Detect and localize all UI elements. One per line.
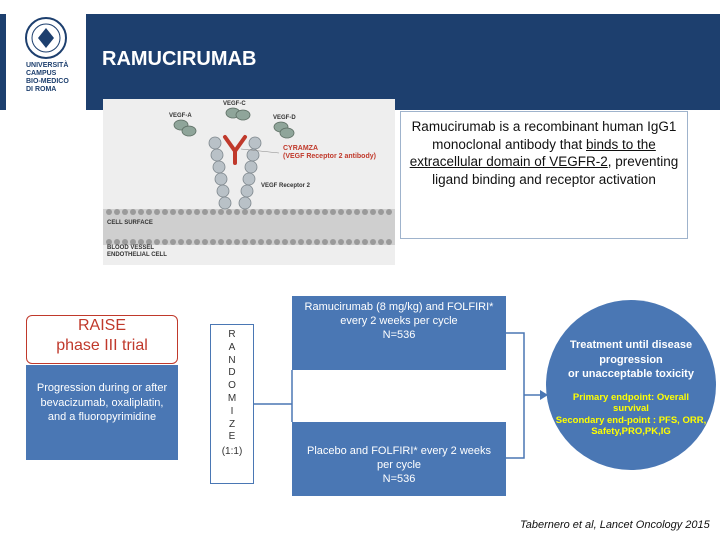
citation: Tabernero et al, Lancet Oncology 2015 — [520, 519, 710, 531]
arrow-head-icon — [540, 390, 548, 400]
raise-title: RAISE — [77, 317, 126, 334]
randomize-ratio: (1:1) — [221, 446, 243, 458]
secondary-endpoint-line2: Safety,PRO,PK,IG — [591, 426, 671, 437]
label-cyramza: CYRAMZA — [283, 145, 318, 152]
randomize-letter: R — [228, 329, 236, 340]
label-endothelial: ENDOTHELIAL CELL — [107, 252, 167, 258]
treatment-line3: or unacceptable toxicity — [568, 368, 694, 380]
label-receptor: VEGF Receptor 2 — [261, 183, 311, 189]
raise-trial-box: RAISE phase III trial — [26, 315, 178, 364]
label-cyramza-sub: (VEGF Receptor 2 antibody) — [283, 153, 376, 160]
description-underlined: binds to the extracellular domain of VEG… — [409, 136, 656, 170]
arm2-line2: per cycle — [376, 459, 422, 471]
randomize-letter: I — [230, 405, 234, 417]
description-text-1: Ramucirumab is a recombinant human IgG1 … — [411, 119, 677, 152]
arm1-line1: Ramucirumab (8 mg/kg) and FOLFIRI* — [304, 301, 494, 313]
arm-placebo-box: Placebo and FOLFIRI* every 2 weeks per c… — [292, 422, 506, 496]
arm-ramucirumab-box: Ramucirumab (8 mg/kg) and FOLFIRI* every… — [292, 296, 506, 370]
arm1-line2: every 2 weeks per cycle — [340, 315, 458, 327]
label-vegf-a: VEGF-A — [169, 113, 192, 119]
secondary-endpoint-line1: Secondary end-point : PFS, ORR, — [555, 414, 707, 426]
randomize-letter: E — [228, 431, 236, 443]
primary-endpoint-line2: survival — [613, 403, 649, 414]
university-logo: Università Campus Bio-Medico di Roma — [6, 14, 86, 110]
randomize-box: R A N D O M I Z E (1:1) — [210, 324, 254, 484]
logo-text: Università Campus Bio-Medico di Roma — [26, 62, 69, 93]
connector-line — [506, 332, 525, 459]
arm1-line3: N=536 — [382, 329, 416, 341]
population-box: Progression during or after bevacizumab,… — [26, 365, 178, 460]
receptor-diagram — [103, 107, 395, 245]
header-bar — [0, 14, 720, 110]
label-blood-vessel: BLOOD VESSEL — [107, 245, 155, 251]
label-cell-surface: CELL SURFACE — [107, 220, 153, 226]
outcome-circle: Treatment until disease progression or u… — [546, 300, 716, 470]
arm2-line3: N=536 — [382, 473, 416, 485]
page-title: RAMUCIRUMAB — [102, 48, 257, 70]
randomize-letter: A — [228, 341, 236, 353]
primary-endpoint-line1: Primary endpoint: Overall — [572, 391, 690, 403]
randomize-letter: D — [228, 367, 236, 379]
randomize-letter: M — [227, 392, 237, 404]
treatment-line1: Treatment until disease — [569, 339, 693, 351]
treatment-line2: progression — [599, 353, 663, 366]
label-vegf-d: VEGF-D — [273, 115, 296, 121]
seal-icon — [25, 17, 67, 59]
randomize-letter: N — [228, 354, 236, 366]
description-box: Ramucirumab is a recombinant human IgG1 … — [400, 111, 688, 239]
randomize-letter: Z — [228, 418, 236, 430]
arm2-line1: Placebo and FOLFIRI* every 2 weeks — [306, 445, 492, 457]
label-vegf-c: VEGF-C — [223, 101, 246, 107]
description-text-2: , preventing ligand binding and receptor… — [432, 154, 679, 187]
endpoints: Primary endpoint: Overall survival Secon… — [546, 392, 716, 438]
randomize-letter: O — [228, 380, 236, 392]
mechanism-figure: VEGF-C VEGF-A VEGF-D CYRAMZA (VEGF Recep… — [103, 99, 395, 265]
raise-subtitle: phase III trial — [56, 337, 148, 354]
